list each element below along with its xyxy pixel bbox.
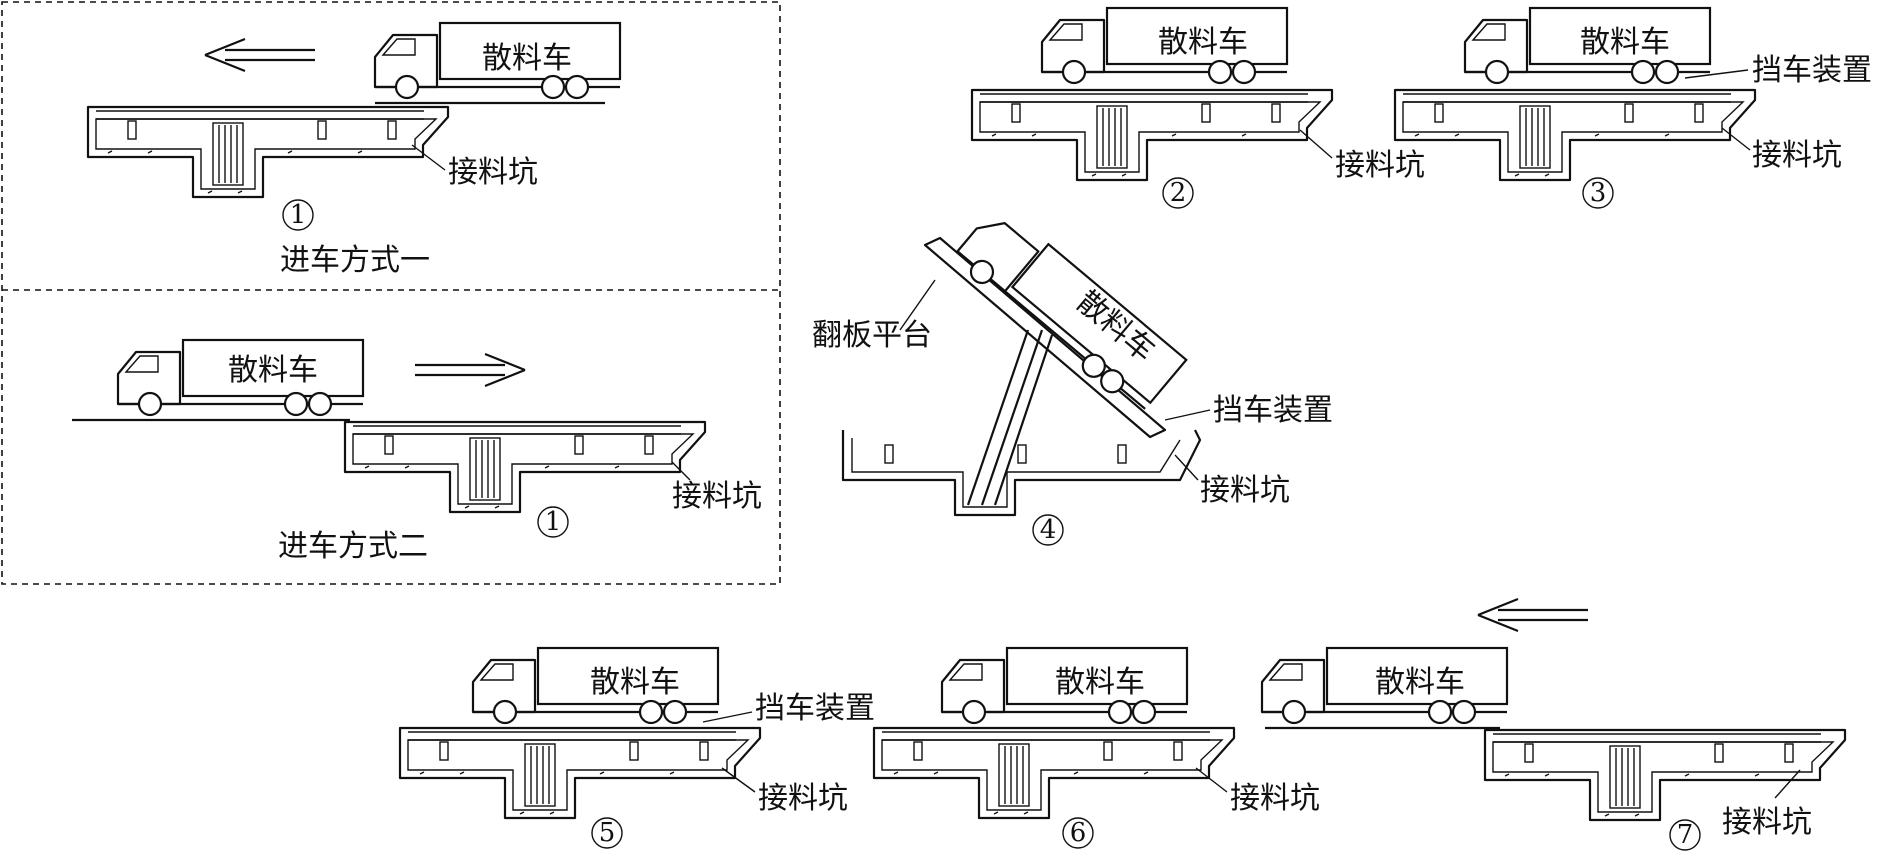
pit-label: 接料坑 bbox=[1335, 148, 1425, 183]
step-5-scene: 散料车 挡车装置 接料坑 5 bbox=[398, 646, 875, 849]
stopper-label: 挡车装置 bbox=[1213, 393, 1333, 428]
step-number: 7 bbox=[1677, 820, 1694, 850]
step-number: 5 bbox=[599, 818, 616, 848]
entry-mode-frame bbox=[1, 1, 781, 585]
stopper-label: 挡车装置 bbox=[1752, 53, 1872, 88]
step-4-scene: 散料车 翻板平台 挡车装置 接料坑 4 bbox=[812, 222, 1333, 546]
step-number: 1 bbox=[290, 200, 307, 230]
pit-label: 接料坑 bbox=[672, 479, 762, 514]
pit-label: 接料坑 bbox=[1752, 138, 1842, 173]
truck-label: 散料车 bbox=[228, 353, 318, 388]
truck-label: 散料车 bbox=[482, 41, 572, 76]
entry-mode-2-scene: 散料车 接料坑 1 进车方式二 bbox=[72, 338, 762, 564]
entry-mode-2-label: 进车方式二 bbox=[278, 529, 428, 564]
pit-label: 接料坑 bbox=[448, 155, 538, 190]
truck-label: 散料车 bbox=[1580, 25, 1670, 60]
stopper-label: 挡车装置 bbox=[755, 691, 875, 726]
truck-label: 散料车 bbox=[1158, 25, 1248, 60]
pit-label: 接料坑 bbox=[1230, 781, 1320, 816]
entry-mode-1-scene: 散料车 接料坑 1 进车方式一 bbox=[86, 21, 622, 278]
truck-label: 散料车 bbox=[1055, 665, 1145, 700]
truck-label: 散料车 bbox=[1375, 665, 1465, 700]
step-number: 2 bbox=[1170, 178, 1187, 208]
step-number: 1 bbox=[545, 507, 562, 537]
platform-label: 翻板平台 bbox=[812, 318, 932, 353]
step-6-scene: 散料车 接料坑 6 bbox=[872, 646, 1320, 849]
pit-label: 接料坑 bbox=[1200, 473, 1290, 508]
pit-label: 接料坑 bbox=[758, 781, 848, 816]
arrow-left-icon bbox=[1476, 597, 1590, 633]
step-7-scene: 散料车 接料坑 7 bbox=[1260, 597, 1847, 851]
step-3-scene: 散料车 挡车装置 接料坑 3 bbox=[1393, 6, 1872, 209]
step-number: 3 bbox=[1590, 178, 1607, 208]
truck-label: 散料车 bbox=[590, 665, 680, 700]
entry-mode-1-label: 进车方式一 bbox=[280, 243, 430, 278]
pit-label: 接料坑 bbox=[1722, 805, 1812, 840]
step-2-scene: 散料车 接料坑 2 bbox=[970, 6, 1425, 209]
step-number: 6 bbox=[1070, 818, 1087, 848]
arrow-left-icon bbox=[203, 37, 317, 73]
arrow-right-icon bbox=[413, 352, 527, 388]
step-number: 4 bbox=[1040, 515, 1057, 545]
